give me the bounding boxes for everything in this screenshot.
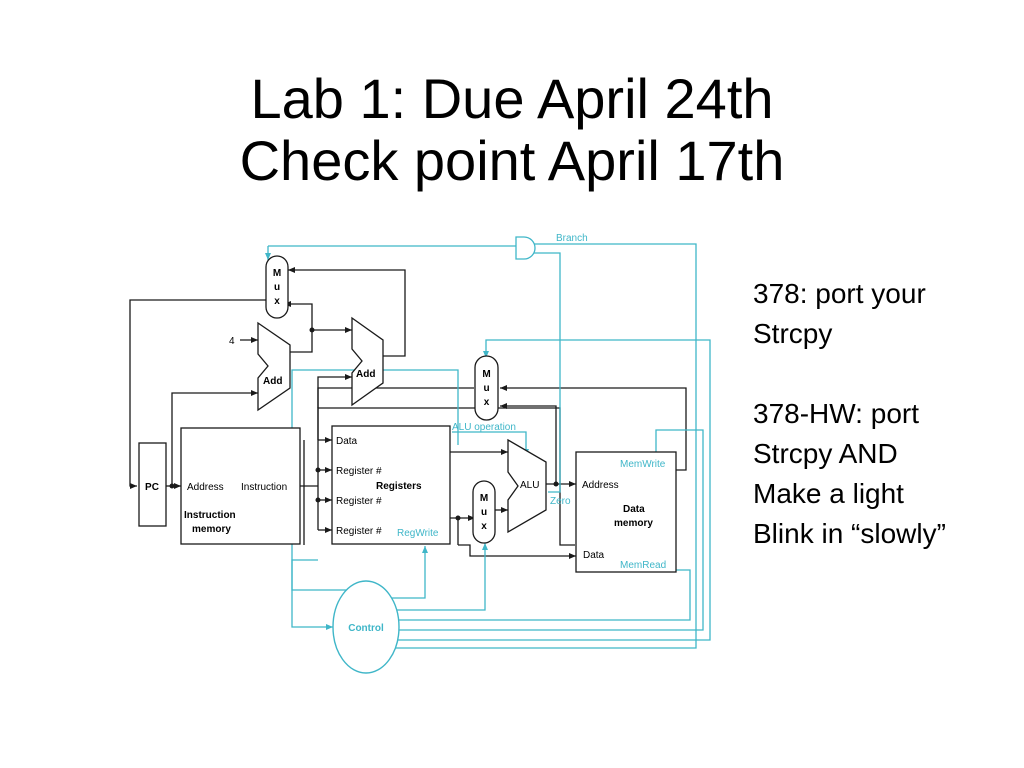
slide-notes: 378: port your Strcpy 378-HW: port Strcp… [753,274,1013,554]
reg-3-label: Register # [336,526,382,537]
svg-text:u: u [481,507,487,518]
data-memory: MemWrite Address Data memory Data MemRea… [575,451,677,573]
dm-title-2: memory [614,518,653,529]
branch-adder: Add [351,316,384,407]
writeback-mux: M u x [474,355,499,421]
registers-title: Registers [376,481,422,492]
im-title-2: memory [192,524,231,535]
alu-src-mux: M u x [472,480,496,544]
dm-address-label: Address [582,480,619,491]
zero-label: Zero [550,496,571,507]
note-1-line-2: Strcpy [753,318,833,349]
pc-mux: M u x [265,255,289,319]
im-address-label: Address [187,482,224,493]
note-2-line-2: Strcpy AND [753,438,898,469]
register-file: Data Register # Registers Register # Reg… [331,425,451,545]
reg-2-label: Register # [336,496,382,507]
reg-data-label: Data [336,436,358,447]
svg-text:M: M [482,369,490,380]
svg-text:M: M [273,268,281,279]
svg-text:x: x [274,296,280,307]
control-wires [265,243,711,649]
alu-label: ALU [520,480,539,491]
program-counter: PC [138,442,167,527]
control-label: Control [348,623,384,634]
title-line-2: Check point April 17th [239,129,785,192]
svg-text:u: u [274,282,280,293]
dm-title-1: Data [623,504,645,515]
add1-label: Add [263,376,282,387]
note-2-line-3: Make a light [753,478,904,509]
pc-adder: Add [257,321,291,412]
alu: ALU Zero [507,438,571,534]
alu-operation-label: ALU operation [452,422,516,433]
svg-text:u: u [483,383,489,394]
dm-data-label: Data [583,550,605,561]
pc-label: PC [145,482,159,493]
svg-text:x: x [481,521,487,532]
title-line-1: Lab 1: Due April 24th [250,67,774,130]
svg-text:M: M [480,493,488,504]
branch-and-gate: Branch [515,233,588,260]
note-2-line-4: Blink in “slowly” [753,518,946,549]
datapath-wires [129,267,687,559]
wire-junctions [169,327,559,521]
instruction-memory: Address Instruction Instruction memory [180,427,301,545]
svg-text:x: x [484,397,490,408]
reg-1-label: Register # [336,466,382,477]
add2-label: Add [356,369,375,380]
im-instruction-label: Instruction [241,482,287,493]
note-spacer [753,354,1013,394]
regwrite-label: RegWrite [397,528,439,539]
memwrite-label: MemWrite [620,459,666,470]
note-2-line-1: 378-HW: port [753,398,919,429]
branch-label: Branch [556,233,588,244]
note-1-line-1: 378: port your [753,278,926,309]
constant-four: 4 [229,336,235,347]
memread-label: MemRead [620,560,666,571]
slide-title: Lab 1: Due April 24th Check point April … [0,68,1024,192]
im-title-1: Instruction [184,510,236,521]
control-unit: Control [332,580,400,674]
